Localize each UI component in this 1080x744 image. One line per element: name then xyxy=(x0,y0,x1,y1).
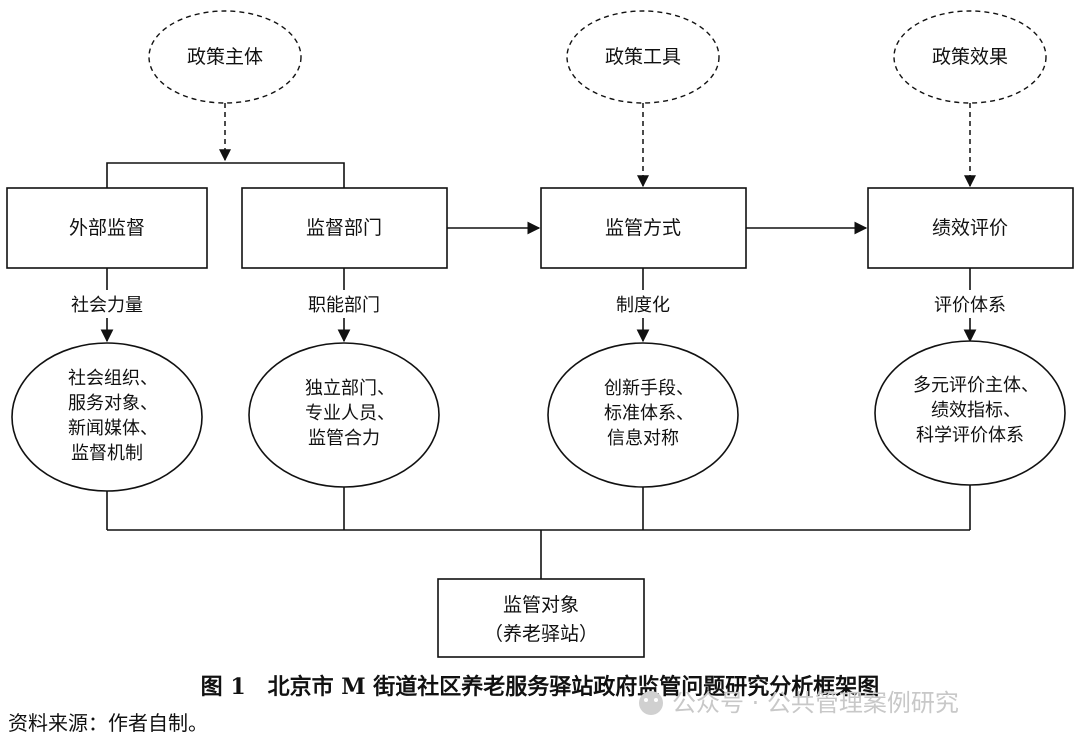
policy-tool-label: 政策工具 xyxy=(605,46,681,68)
social-force-label: 社会力量 xyxy=(71,295,143,316)
social-ellipse xyxy=(11,342,203,492)
evaluation-system-label: 评价体系 xyxy=(934,295,1006,316)
regulation-method-label: 监管方式 xyxy=(605,217,681,239)
method-line-1: 创新手段、 xyxy=(604,378,694,399)
department-line-1: 独立部门、 xyxy=(305,378,395,399)
performance-evaluation-label: 绩效评价 xyxy=(932,217,1008,239)
social-line-2: 服务对象、 xyxy=(68,393,158,414)
wechat-logo-icon xyxy=(639,691,663,715)
figure-caption: 图 1 北京市 M 街道社区养老服务驿站政府监管问题研究分析框架图 xyxy=(201,674,880,700)
source-note: 资料来源：作者自制。 xyxy=(8,711,208,735)
policy-effect-node xyxy=(893,10,1047,104)
social-line-4: 监督机制 xyxy=(71,443,143,464)
regulation-target-box xyxy=(437,578,645,658)
subject-bracket xyxy=(106,162,345,188)
target-label-line-1: 监管对象 xyxy=(503,594,579,616)
method-line-3: 信息对称 xyxy=(607,428,679,449)
external-supervision-box xyxy=(6,187,208,269)
method-line-2: 标准体系、 xyxy=(604,403,694,424)
external-supervision-label: 外部监督 xyxy=(69,217,145,239)
supervision-department-box xyxy=(241,187,448,269)
supervision-department-label: 监督部门 xyxy=(306,217,382,239)
functional-department-label-bg xyxy=(292,290,396,318)
functional-department-label: 职能部门 xyxy=(308,295,380,316)
evaluation-line-2: 绩效指标、 xyxy=(931,400,1021,421)
policy-tool-node xyxy=(566,10,720,104)
institutionalization-label-bg xyxy=(604,290,684,318)
social-line-3: 新闻媒体、 xyxy=(68,418,158,439)
evaluation-line-1: 多元评价主体、 xyxy=(913,375,1039,396)
social-line-1: 社会组织、 xyxy=(68,368,158,389)
social-force-label-bg xyxy=(55,290,159,318)
evaluation-line-3: 科学评价体系 xyxy=(916,425,1024,446)
institutionalization-label: 制度化 xyxy=(616,295,670,316)
watermark-text: 公众号 · 公共管理案例研究 xyxy=(672,689,959,717)
department-line-3: 监管合力 xyxy=(308,428,380,449)
department-line-2: 专业人员、 xyxy=(305,403,395,424)
target-label-line-2: （养老驿站） xyxy=(484,623,598,645)
evaluation-system-label-bg xyxy=(918,290,1022,318)
performance-evaluation-box xyxy=(867,187,1074,269)
policy-subject-label: 政策主体 xyxy=(187,46,263,68)
policy-effect-label: 政策效果 xyxy=(932,46,1008,68)
policy-subject-node xyxy=(148,10,302,104)
watermark: 公众号 · 公共管理案例研究 xyxy=(639,689,959,717)
